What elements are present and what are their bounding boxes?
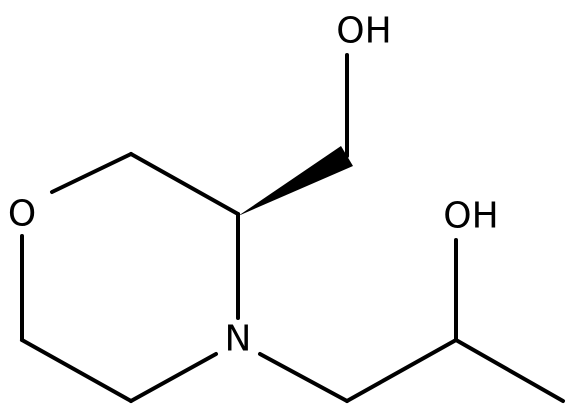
bond-c-lower-to-c-lower-left — [20, 338, 133, 403]
atom-label-ring-nitrogen: N — [225, 319, 252, 360]
bond-ch2-to-choh — [345, 338, 458, 403]
bond-n-to-c-lower — [129, 352, 218, 403]
atom-label-hydroxymethyl-oh: OH — [336, 11, 391, 52]
bond-choh-to-ch3 — [454, 338, 565, 403]
atom-label-propanol-oh: OH — [443, 196, 498, 237]
atom-label-ring-oxygen: O — [8, 194, 36, 235]
bond-o-to-c-upper-left — [50, 152, 133, 194]
bond-n-to-ch2-chain — [258, 352, 349, 403]
stereo-wedge-bond — [238, 146, 353, 216]
bond-c-upper-left-to-c3 — [129, 152, 240, 216]
